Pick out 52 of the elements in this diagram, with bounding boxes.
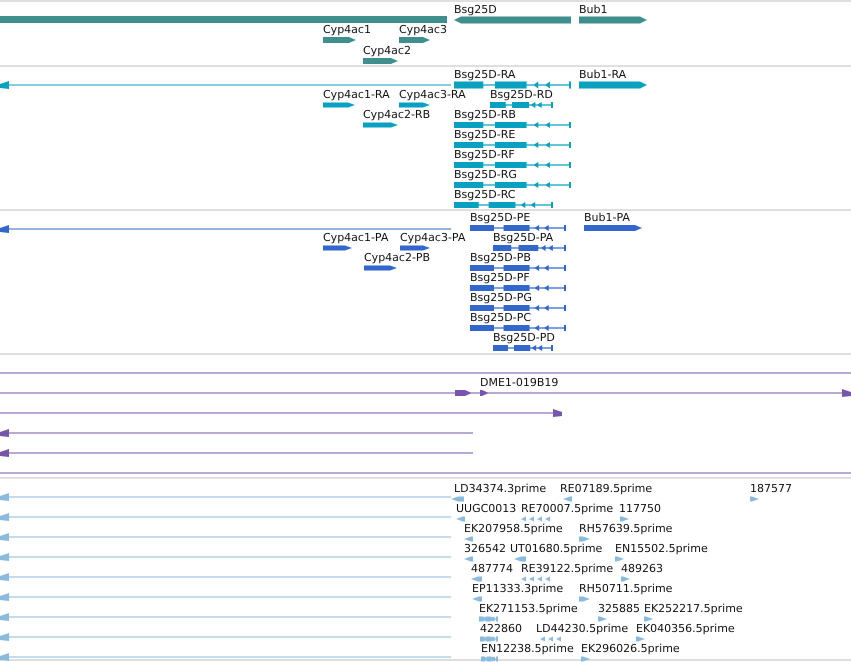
feature-label: RE70007.5prime <box>521 502 614 515</box>
feature-label: Bsg25D-RB <box>454 108 516 121</box>
feature-label: Cyp4ac1-RA <box>323 88 390 101</box>
feature-label: Bsg25D-PG <box>470 291 532 304</box>
feature-label: Cyp4ac3-RA <box>399 88 466 101</box>
feature-label: EN12238.5prime <box>481 642 574 655</box>
feature-label: EP11333.3prime <box>472 582 564 595</box>
feature-label: EK271153.5prime <box>479 602 578 615</box>
feature-label: 422860 <box>480 622 522 635</box>
feature-label: Bub1-RA <box>579 68 626 81</box>
feature-label: Cyp4ac2 <box>363 44 411 57</box>
feature-label: Bub1 <box>579 3 608 16</box>
feature-label: Bsg25D-PD <box>493 331 555 344</box>
feature-label: Bsg25D-PB <box>470 251 531 264</box>
feature-label: 325885 <box>598 602 640 615</box>
feature-label: LD34374.3prime <box>454 482 546 495</box>
feature-label: Bsg25D-RE <box>454 128 516 141</box>
feature-label: RE39122.5prime <box>521 562 614 575</box>
feature-label: EN15502.5prime <box>615 542 708 555</box>
feature-label: UUGC0013 <box>456 502 516 515</box>
feature-label: RH57639.5prime <box>579 522 672 535</box>
feature-label: Bsg25D-PF <box>470 271 530 284</box>
feature-label: 117750 <box>619 502 661 515</box>
feature-label: 487774 <box>471 562 513 575</box>
feature-label: EK207958.5prime <box>464 522 563 535</box>
feature-label: EK252217.5prime <box>644 602 743 615</box>
feature-label: Cyp4ac2-PB <box>364 251 430 264</box>
feature-label: Bsg25D-PA <box>493 231 554 244</box>
feature-label: 326542 <box>464 542 506 555</box>
feature-label: Bsg25D <box>454 3 497 16</box>
feature-label: Bsg25D-PE <box>470 211 530 224</box>
feature-label: Cyp4ac2-RB <box>363 108 430 121</box>
feature-label: 187577 <box>750 482 792 495</box>
feature-label: Cyp4ac3-PA <box>400 231 466 244</box>
feature-label: EK296026.5prime <box>581 642 680 655</box>
feature-label: Bsg25D-RF <box>454 148 515 161</box>
feature-label: Cyp4ac1-PA <box>323 231 388 244</box>
feature-label: Bsg25D-RC <box>454 188 516 201</box>
feature-label: DME1-019B19 <box>480 376 558 389</box>
feature-label: Bsg25D-PC <box>470 311 532 324</box>
feature-label: Cyp4ac1 <box>323 23 371 36</box>
feature-label: Cyp4ac3 <box>399 23 447 36</box>
feature-label: Bsg25D-RG <box>454 168 517 181</box>
feature-label: Bsg25D-RD <box>490 88 553 101</box>
feature-label: UT01680.5prime <box>510 542 602 555</box>
feature-label: LD44230.5prime <box>536 622 628 635</box>
feature-label: EK040356.5prime <box>636 622 735 635</box>
feature-label: Bub1-PA <box>584 211 630 224</box>
feature-label: 489263 <box>621 562 663 575</box>
feature-label: Bsg25D-RA <box>454 68 516 81</box>
feature-label: RE07189.5prime <box>560 482 652 495</box>
feature-label: RH50711.5prime <box>579 582 672 595</box>
